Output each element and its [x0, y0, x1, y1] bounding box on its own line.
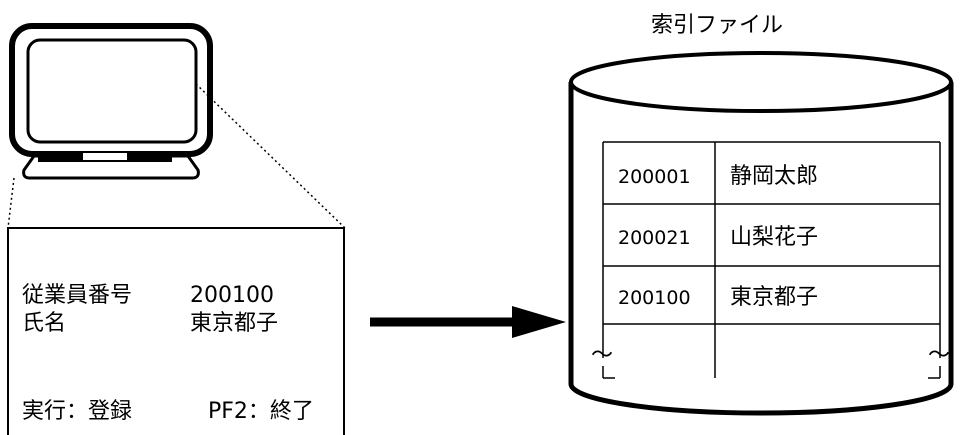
table-cell-name: 静岡太郎	[730, 164, 818, 189]
table-cell-id: 200001	[618, 166, 691, 188]
pf2-exit-label: PF2：終了	[208, 399, 314, 424]
table-cell-name: 山梨花子	[730, 225, 818, 250]
database-cylinder-icon	[568, 51, 954, 416]
index-table: 200001 静岡太郎 200021 山梨花子 200100 東京都子 ～ ～	[591, 141, 950, 379]
continuation-tilde-left: ～	[591, 343, 613, 368]
name-value: 東京都子	[190, 311, 278, 336]
table-row: 200100 東京都子	[618, 285, 818, 310]
right-arrow-icon	[370, 306, 566, 338]
zoom-line-left	[7, 177, 15, 229]
table-cell-id: 200021	[618, 227, 691, 249]
computer-terminal-icon	[9, 23, 213, 180]
table-row: 200001 静岡太郎	[618, 164, 818, 189]
table-cell-name: 東京都子	[730, 285, 818, 310]
terminal-screen-panel: 従業員番号 200100 氏名 東京都子 実行：登録 PF2：終了	[7, 227, 345, 435]
employee-number-label: 従業員番号	[22, 283, 132, 308]
table-row: 200021 山梨花子	[618, 225, 818, 250]
table-cell-id: 200100	[618, 287, 691, 309]
name-label: 氏名	[22, 311, 66, 336]
index-file-title: 索引ファイル	[651, 13, 783, 38]
execute-register-label: 実行：登録	[22, 399, 132, 424]
zoom-line-right	[195, 83, 346, 229]
employee-number-value: 200100	[190, 283, 274, 308]
continuation-tilde-right: ～	[928, 343, 950, 368]
